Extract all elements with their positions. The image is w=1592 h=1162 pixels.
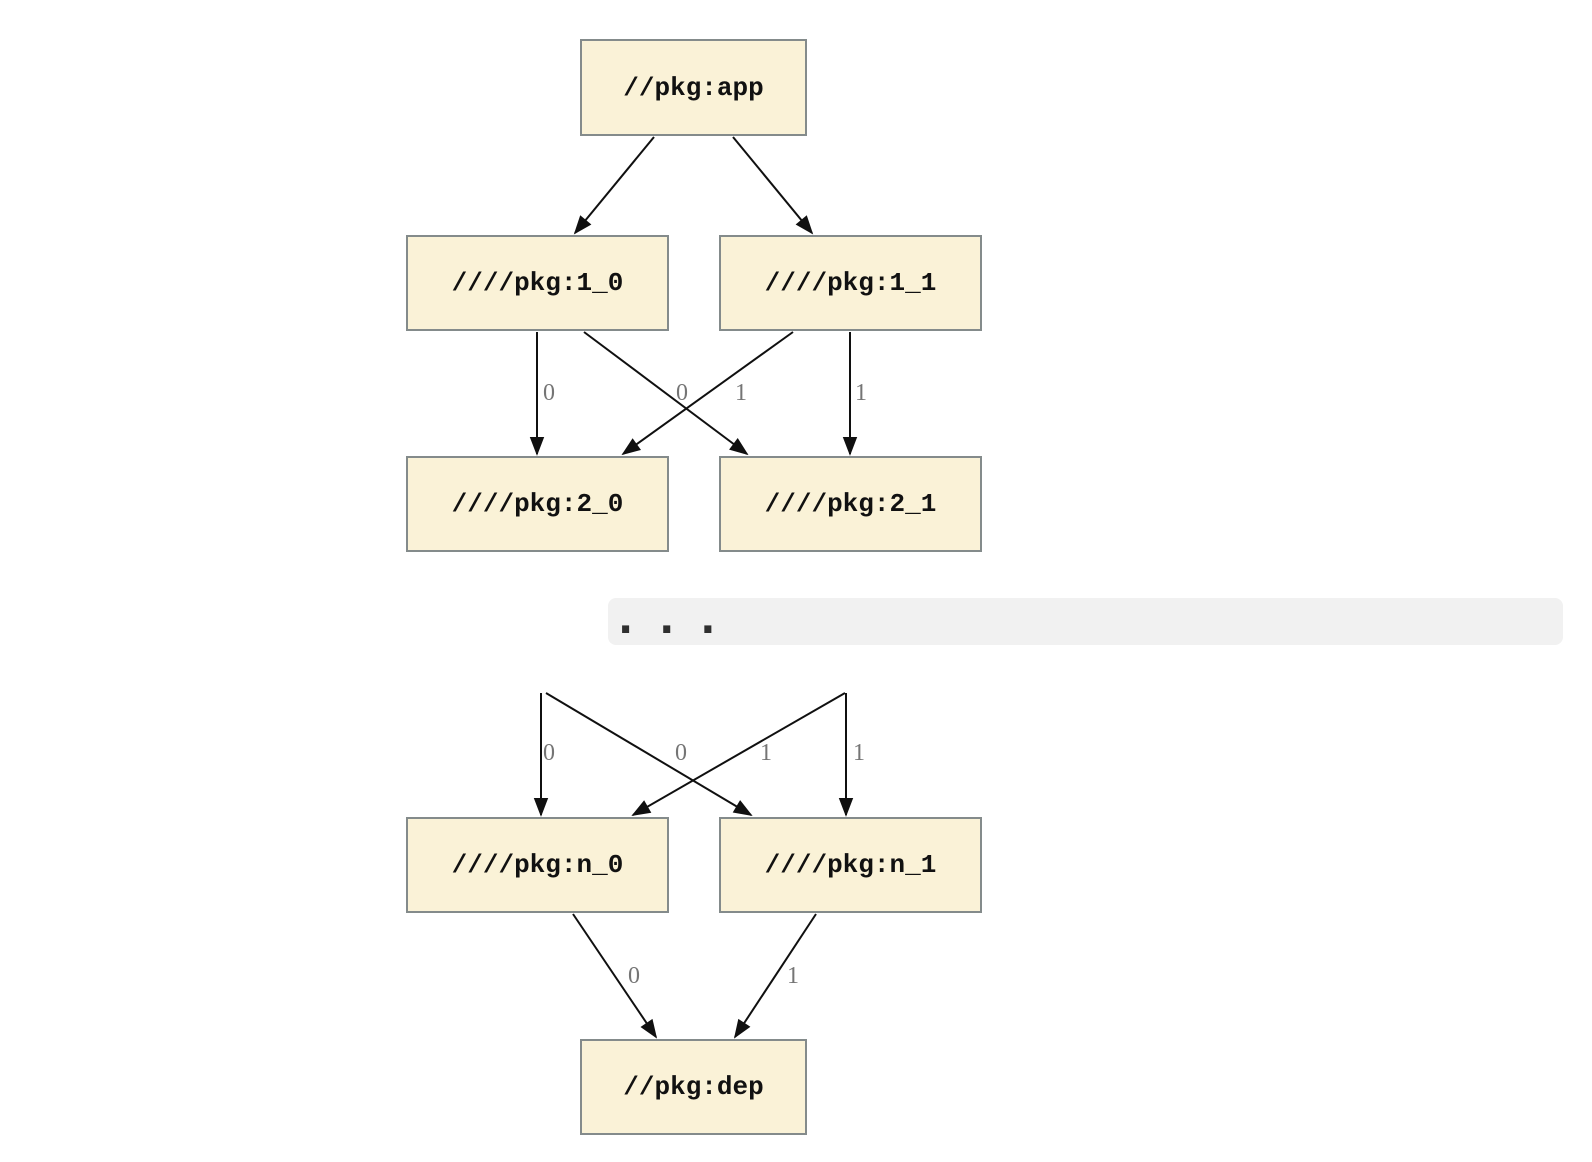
edge-label-ellipsis-to-n_0-crossing: 1 <box>760 740 772 766</box>
edge-label-n_0-to-dep: 0 <box>628 963 640 989</box>
edge-app-to-1_1 <box>732 136 814 235</box>
edge-1_1-to-2_0 <box>621 331 794 456</box>
edge-app-to-1_0 <box>573 136 655 235</box>
node-pkg-n_0: ////pkg:n_0 <box>406 817 669 913</box>
node-pkg-dep: //pkg:dep <box>580 1039 807 1135</box>
node-pkg-app: //pkg:app <box>580 39 807 136</box>
edge-1_0-to-2_1 <box>583 331 749 456</box>
ellipsis-band: . . . <box>608 598 1563 645</box>
edge-label-ellipsis-to-n_0: 0 <box>543 740 555 766</box>
edge-label-1_1-to-2_0: 1 <box>735 380 747 406</box>
node-pkg-1_0: ////pkg:1_0 <box>406 235 669 331</box>
edge-label-1_1-to-2_1: 1 <box>855 380 867 406</box>
edge-ellipsis-to-n_0-crossing <box>631 692 846 816</box>
edge-label-ellipsis-to-n_1-straight: 1 <box>853 740 865 766</box>
edge-label-1_0-to-2_0: 0 <box>543 380 555 406</box>
edge-n_0-to-dep <box>572 913 658 1039</box>
ellipsis-dots: . . . <box>618 597 722 643</box>
node-pkg-1_1: ////pkg:1_1 <box>719 235 982 331</box>
edge-ellipsis-to-n_1 <box>545 692 753 816</box>
edge-n_1-to-dep <box>733 913 817 1039</box>
edge-label-ellipsis-to-n_1: 0 <box>675 740 687 766</box>
edge-label-n_1-to-dep: 1 <box>787 963 799 989</box>
node-pkg-n_1: ////pkg:n_1 <box>719 817 982 913</box>
node-pkg-2_0: ////pkg:2_0 <box>406 456 669 552</box>
edge-label-1_0-to-2_1: 0 <box>676 380 688 406</box>
node-pkg-2_1: ////pkg:2_1 <box>719 456 982 552</box>
